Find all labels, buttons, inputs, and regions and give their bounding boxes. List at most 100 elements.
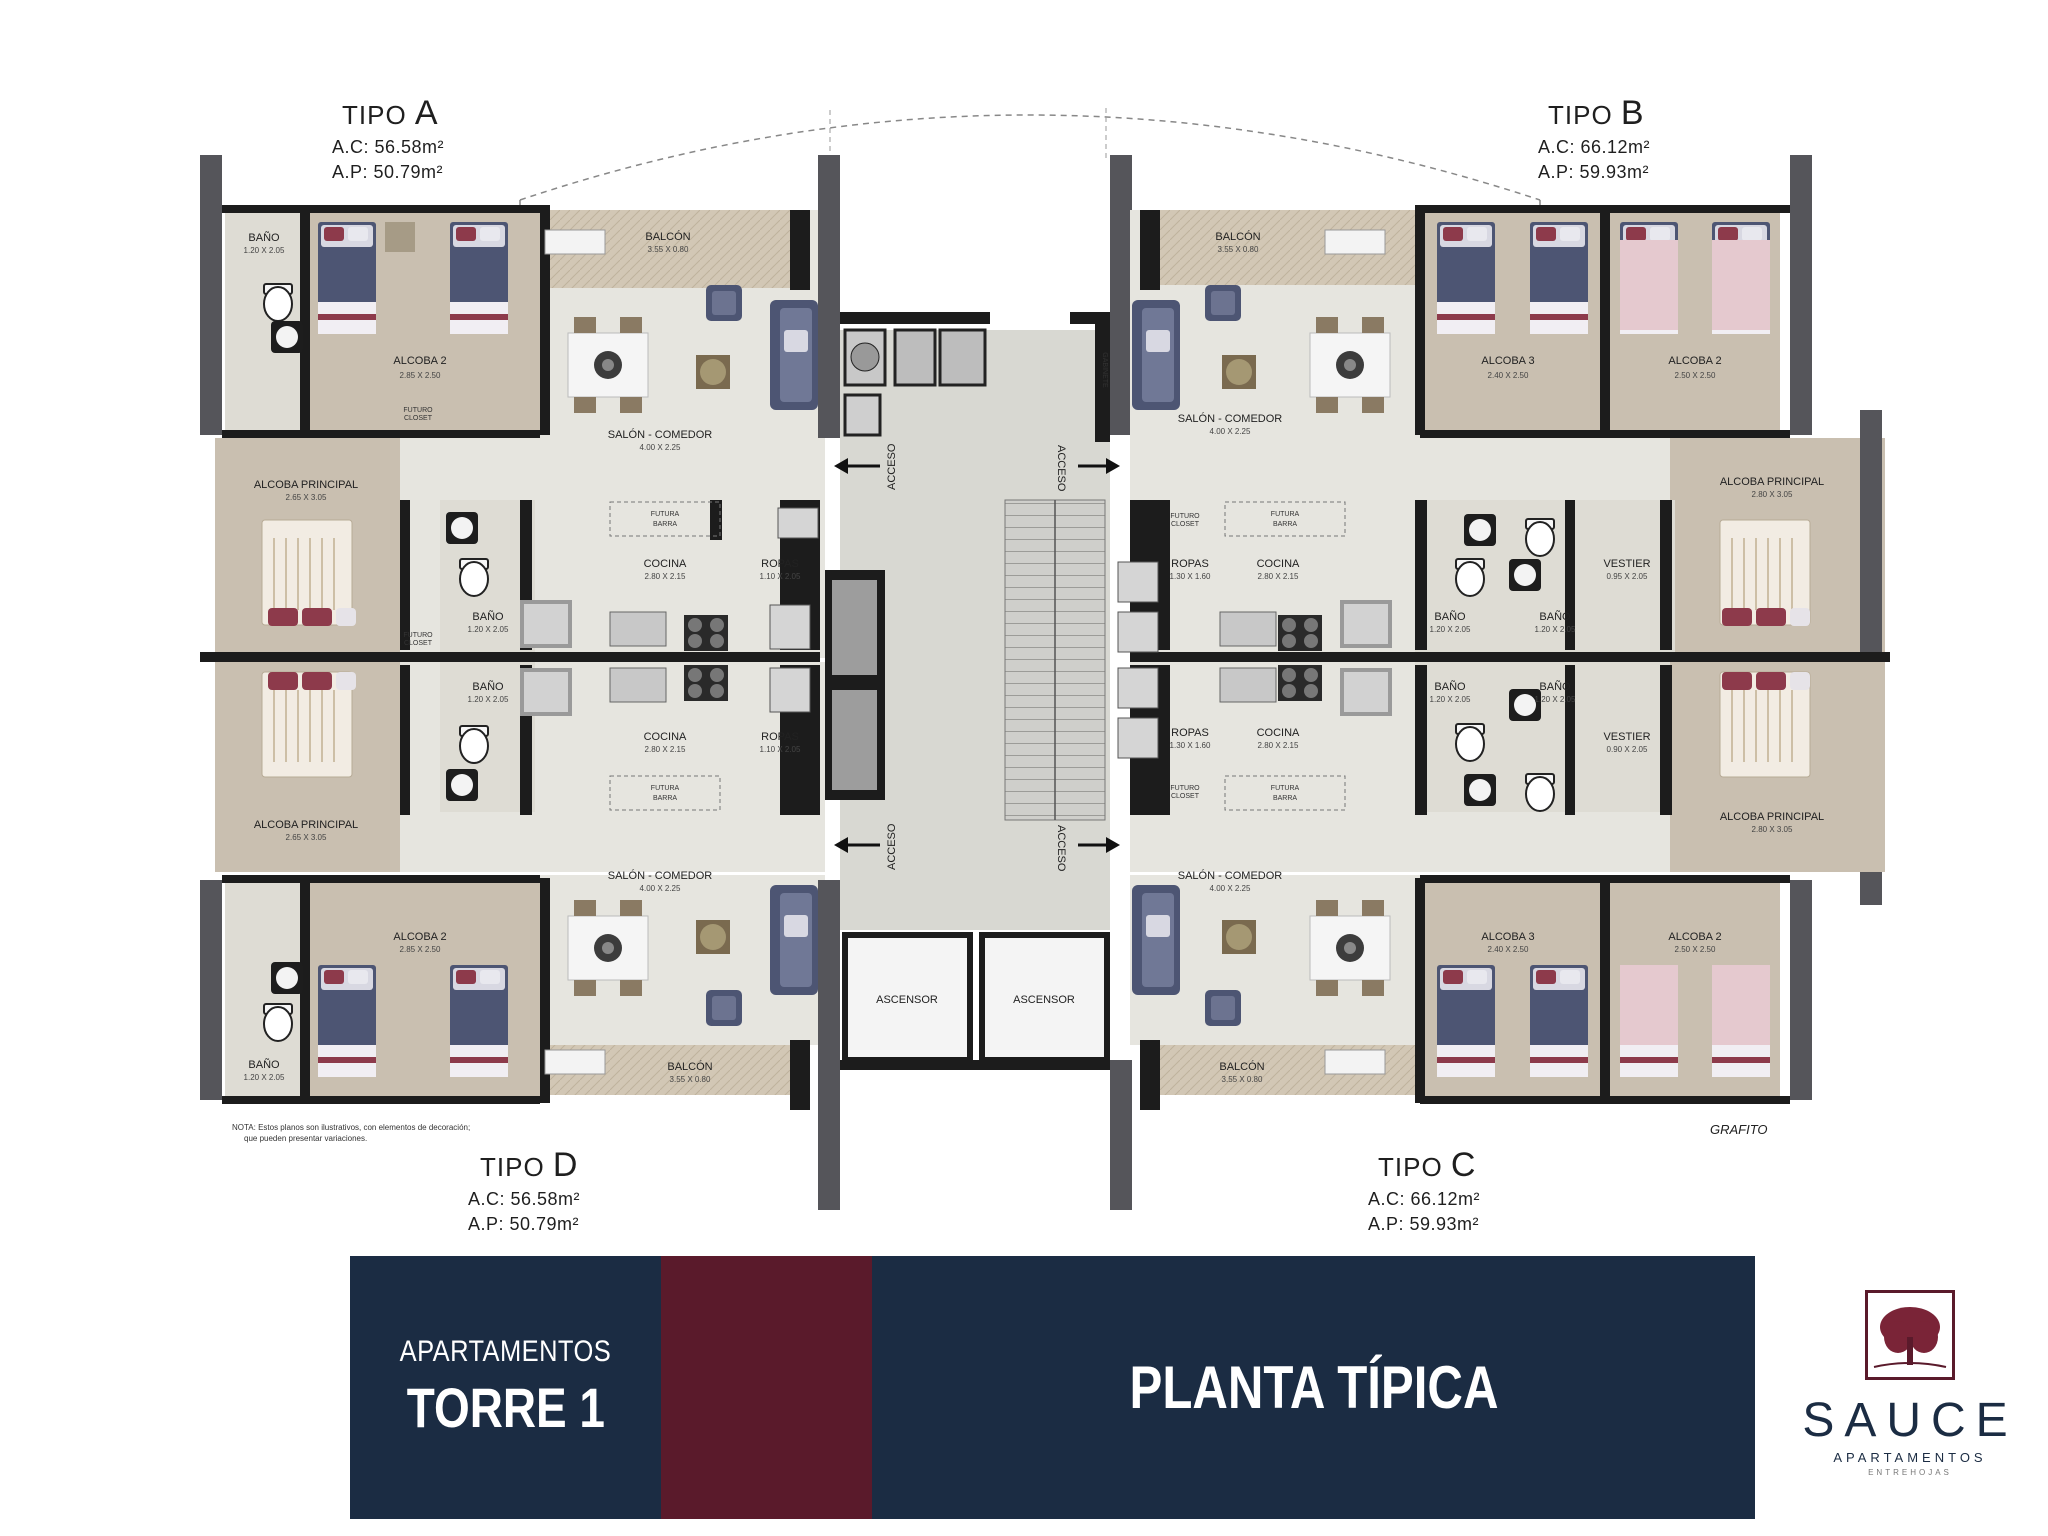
- note-barra: BARRA: [1273, 521, 1297, 528]
- room-label-bano: BAÑO: [1539, 610, 1571, 623]
- access-arrow-d: ACCESO: [834, 823, 898, 870]
- room-label-bano: BAÑO: [1434, 610, 1466, 623]
- area-ac: A.C: 56.58m²: [332, 137, 444, 157]
- room-dim: 0.90 X 2.05: [1607, 745, 1648, 754]
- room-dim: 2.80 X 3.05: [1752, 490, 1793, 499]
- svg-text:ACCESO: ACCESO: [1055, 445, 1067, 492]
- svg-text:TIPO C: TIPO C: [1378, 1146, 1476, 1184]
- room-dim: 2.85 X 2.50: [400, 945, 441, 954]
- room-dim: 2.65 X 3.05: [286, 493, 327, 502]
- room-dim: 2.80 X 3.05: [1752, 825, 1793, 834]
- room-dim: 2.40 X 2.50: [1488, 945, 1529, 954]
- banner-tower-block: APARTAMENTOS TORRE 1: [350, 1256, 661, 1519]
- svg-text:TIPO D: TIPO D: [480, 1146, 578, 1184]
- room-label-alcoba3: ALCOBA 3: [1481, 931, 1534, 943]
- room-dim: 2.80 X 2.15: [1258, 741, 1299, 750]
- note-barra: BARRA: [1273, 795, 1297, 802]
- room-dim: 1.30 X 1.60: [1170, 741, 1211, 750]
- room-label-alcoba-principal: ALCOBA PRINCIPAL: [254, 819, 358, 831]
- room-dim: 2.80 X 2.15: [645, 745, 686, 754]
- area-ap: A.P: 59.93m²: [1538, 162, 1649, 182]
- room-dim: 1.30 X 1.60: [1170, 572, 1211, 581]
- room-label-balcon: BALCÓN: [1215, 230, 1260, 243]
- room-label-salon: SALÓN - COMEDOR: [608, 869, 713, 882]
- unit-d: BAÑO 1.20 X 2.05 ALCOBA 2 2.85 X 2.50 BA…: [200, 662, 840, 1205]
- willow-tree-icon: [1865, 1290, 1955, 1380]
- access-arrow-c: ACCESO: [1055, 825, 1120, 872]
- svg-text:TIPO A: TIPO A: [342, 94, 439, 132]
- room-dim: 2.80 X 2.15: [1258, 572, 1299, 581]
- note-futuro: FUTURO: [403, 632, 433, 639]
- room-label-bano: BAÑO: [1539, 680, 1571, 693]
- room-dim: 1.20 X 2.05: [1430, 695, 1471, 704]
- building-core: ASCENSOR ASCENSOR GABINETE ACCESO ACCESO…: [818, 155, 1132, 1210]
- room-label-alcoba-principal: ALCOBA PRINCIPAL: [254, 479, 358, 491]
- room-dim: 1.20 X 2.05: [1430, 625, 1471, 634]
- note-closet: CLOSET: [404, 640, 433, 647]
- note-futura: FUTURA: [651, 511, 680, 518]
- heading-tipo-b: TIPO B A.C: 66.12m² A.P: 59.93m²: [1538, 94, 1650, 182]
- room-dim: 1.10 X 2.05: [760, 572, 801, 581]
- room-label-cocina: COCINA: [1257, 727, 1300, 739]
- room-dim: 1.20 X 2.05: [244, 246, 285, 255]
- room-label-vestier: VESTIER: [1603, 558, 1650, 570]
- room-label-cocina: COCINA: [644, 731, 687, 743]
- logo-subtitle-2: ENTREHOJAS: [1868, 1468, 1952, 1477]
- svg-text:TIPO B: TIPO B: [1548, 94, 1645, 132]
- heading-tipo-c: TIPO C A.C: 66.12m² A.P: 59.93m²: [1368, 1146, 1480, 1234]
- note-barra: BARRA: [653, 521, 677, 528]
- room-dim: 2.40 X 2.50: [1488, 371, 1529, 380]
- access-arrow-b: ACCESO: [1055, 445, 1120, 492]
- room-label-bano: BAÑO: [248, 231, 280, 244]
- disclaimer-note: NOTA: Estos planos son ilustrativos, con…: [232, 1123, 470, 1132]
- room-label-alcoba-principal: ALCOBA PRINCIPAL: [1720, 811, 1824, 823]
- access-arrow-a: ACCESO: [834, 443, 898, 490]
- room-dim: 3.55 X 0.80: [648, 245, 689, 254]
- svg-text:ACCESO: ACCESO: [886, 443, 898, 490]
- room-label-vestier: VESTIER: [1603, 731, 1650, 743]
- room-dim: 2.85 X 2.50: [400, 371, 441, 380]
- note-futuro: FUTURO: [1170, 785, 1200, 792]
- room-dim: 3.55 X 0.80: [670, 1075, 711, 1084]
- note-barra: BARRA: [653, 795, 677, 802]
- note-closet: CLOSET: [1171, 521, 1200, 528]
- area-ap: A.P: 59.93m²: [1368, 1214, 1479, 1234]
- note-futuro: FUTURO: [1170, 513, 1200, 520]
- room-label-alcoba3: ALCOBA 3: [1481, 355, 1534, 367]
- elevator-label-2: ASCENSOR: [1013, 994, 1075, 1006]
- room-label-cocina: COCINA: [644, 558, 687, 570]
- room-label-ropas: ROPAS: [1171, 727, 1209, 739]
- area-ac: A.C: 66.12m²: [1368, 1189, 1480, 1209]
- room-dim: 2.50 X 2.50: [1675, 945, 1716, 954]
- room-dim: 0.95 X 2.05: [1607, 572, 1648, 581]
- room-dim: 2.50 X 2.50: [1675, 371, 1716, 380]
- room-label-alcoba2: ALCOBA 2: [1668, 931, 1721, 943]
- logo-subtitle: APARTAMENTOS: [1833, 1450, 1987, 1465]
- note-futura: FUTURA: [651, 785, 680, 792]
- note-closet: CLOSET: [1171, 793, 1200, 800]
- room-dim: 4.00 X 2.25: [640, 443, 681, 452]
- room-label-cocina: COCINA: [1257, 558, 1300, 570]
- room-label-bano: BAÑO: [1434, 680, 1466, 693]
- room-dim: 1.20 X 2.05: [1535, 695, 1576, 704]
- banner-title: PLANTA TÍPICA: [1128, 1354, 1498, 1421]
- room-label-alcoba-principal: ALCOBA PRINCIPAL: [1720, 476, 1824, 488]
- svg-text:ACCESO: ACCESO: [886, 823, 898, 870]
- room-label-balcon: BALCÓN: [667, 1060, 712, 1073]
- room-label-salon: SALÓN - COMEDOR: [608, 428, 713, 441]
- area-ap: A.P: 50.79m²: [332, 162, 443, 182]
- heading-tipo-a: TIPO A A.C: 56.58m² A.P: 50.79m²: [332, 94, 444, 182]
- room-label-balcon: BALCÓN: [1219, 1060, 1264, 1073]
- gabinete-label: GABINETE: [1101, 352, 1108, 388]
- unit-a: BAÑO 1.20 X 2.05 ALCOBA 2 2.85 X 2.50 BA…: [200, 155, 840, 662]
- heading-tipo-d: TIPO D A.C: 56.58m² A.P: 50.79m²: [468, 1146, 580, 1234]
- room-dim: 3.55 X 0.80: [1218, 245, 1259, 254]
- room-label-ropas: ROPAS: [761, 558, 799, 570]
- banner-title-block: PLANTA TÍPICA: [872, 1256, 1755, 1519]
- note-futuro: FUTURO: [403, 407, 433, 414]
- room-label-alcoba2: ALCOBA 2: [393, 355, 446, 367]
- architect-signature: GRAFITO: [1710, 1122, 1768, 1137]
- logo-name: SAUCE: [1802, 1394, 2018, 1447]
- note-futura: FUTURA: [1271, 511, 1300, 518]
